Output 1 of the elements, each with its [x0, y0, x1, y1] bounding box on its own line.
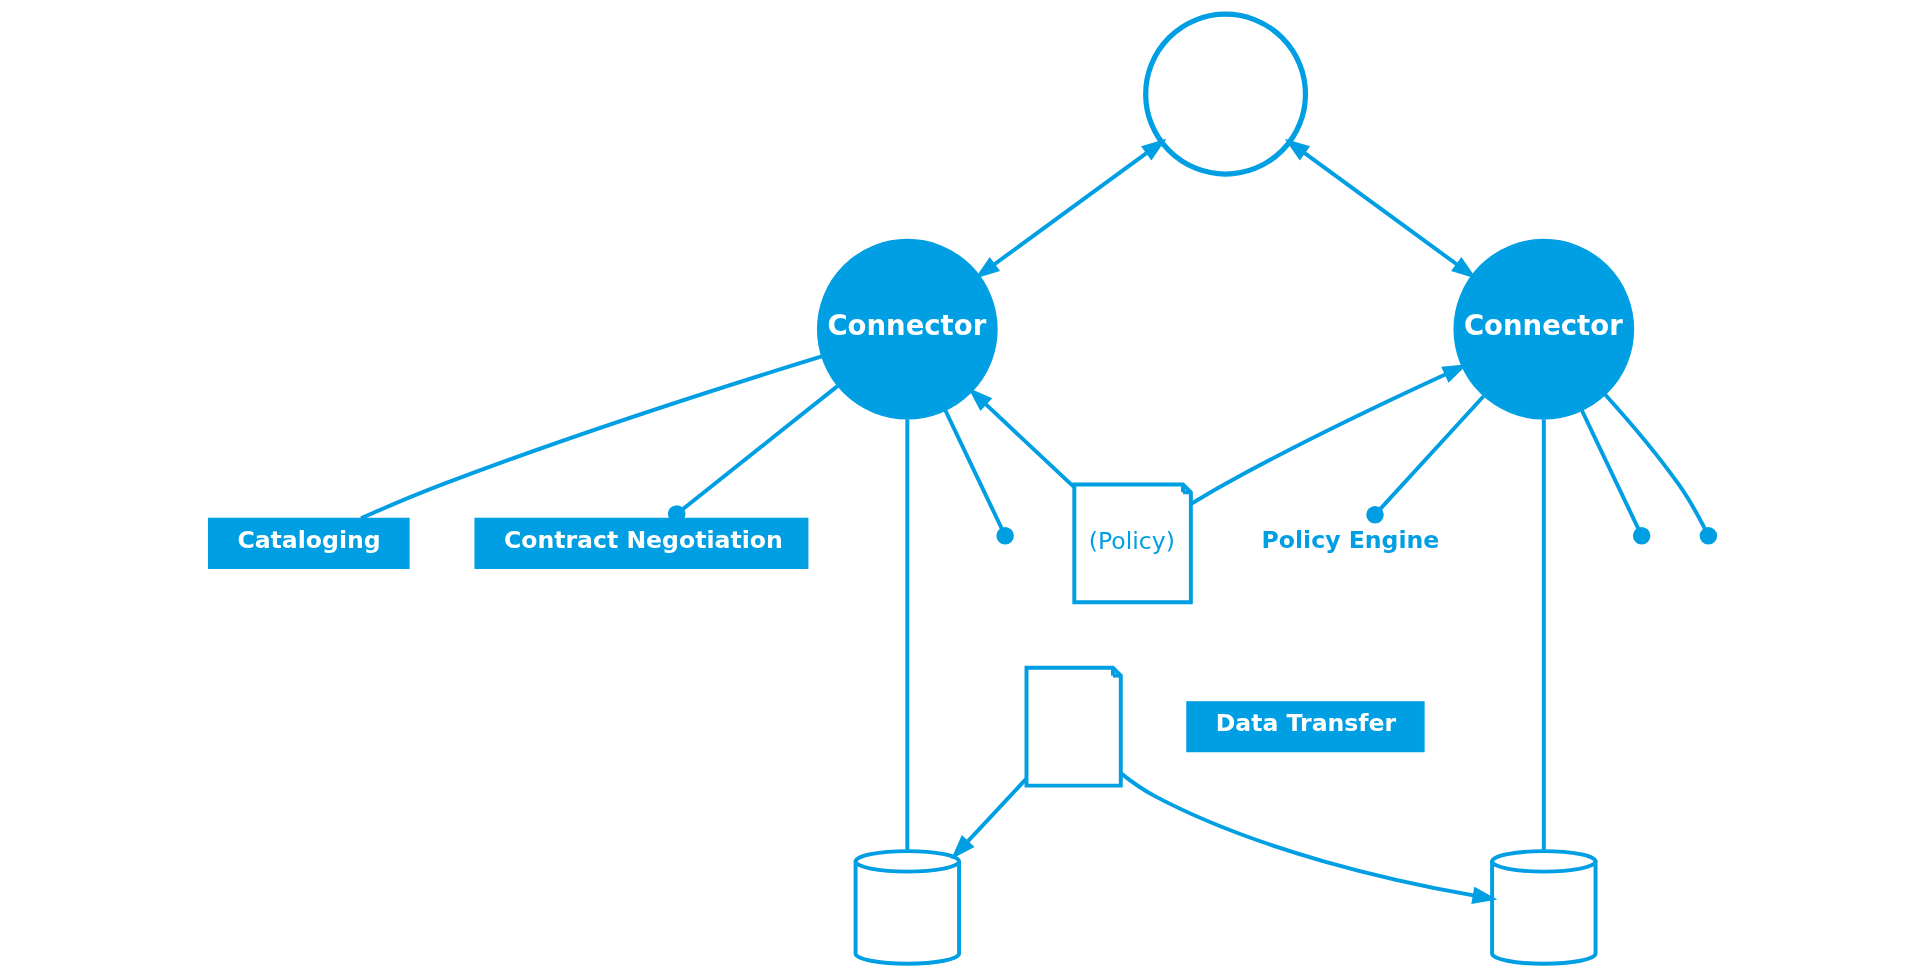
- node-text: Policy Engine: [1261, 525, 1439, 554]
